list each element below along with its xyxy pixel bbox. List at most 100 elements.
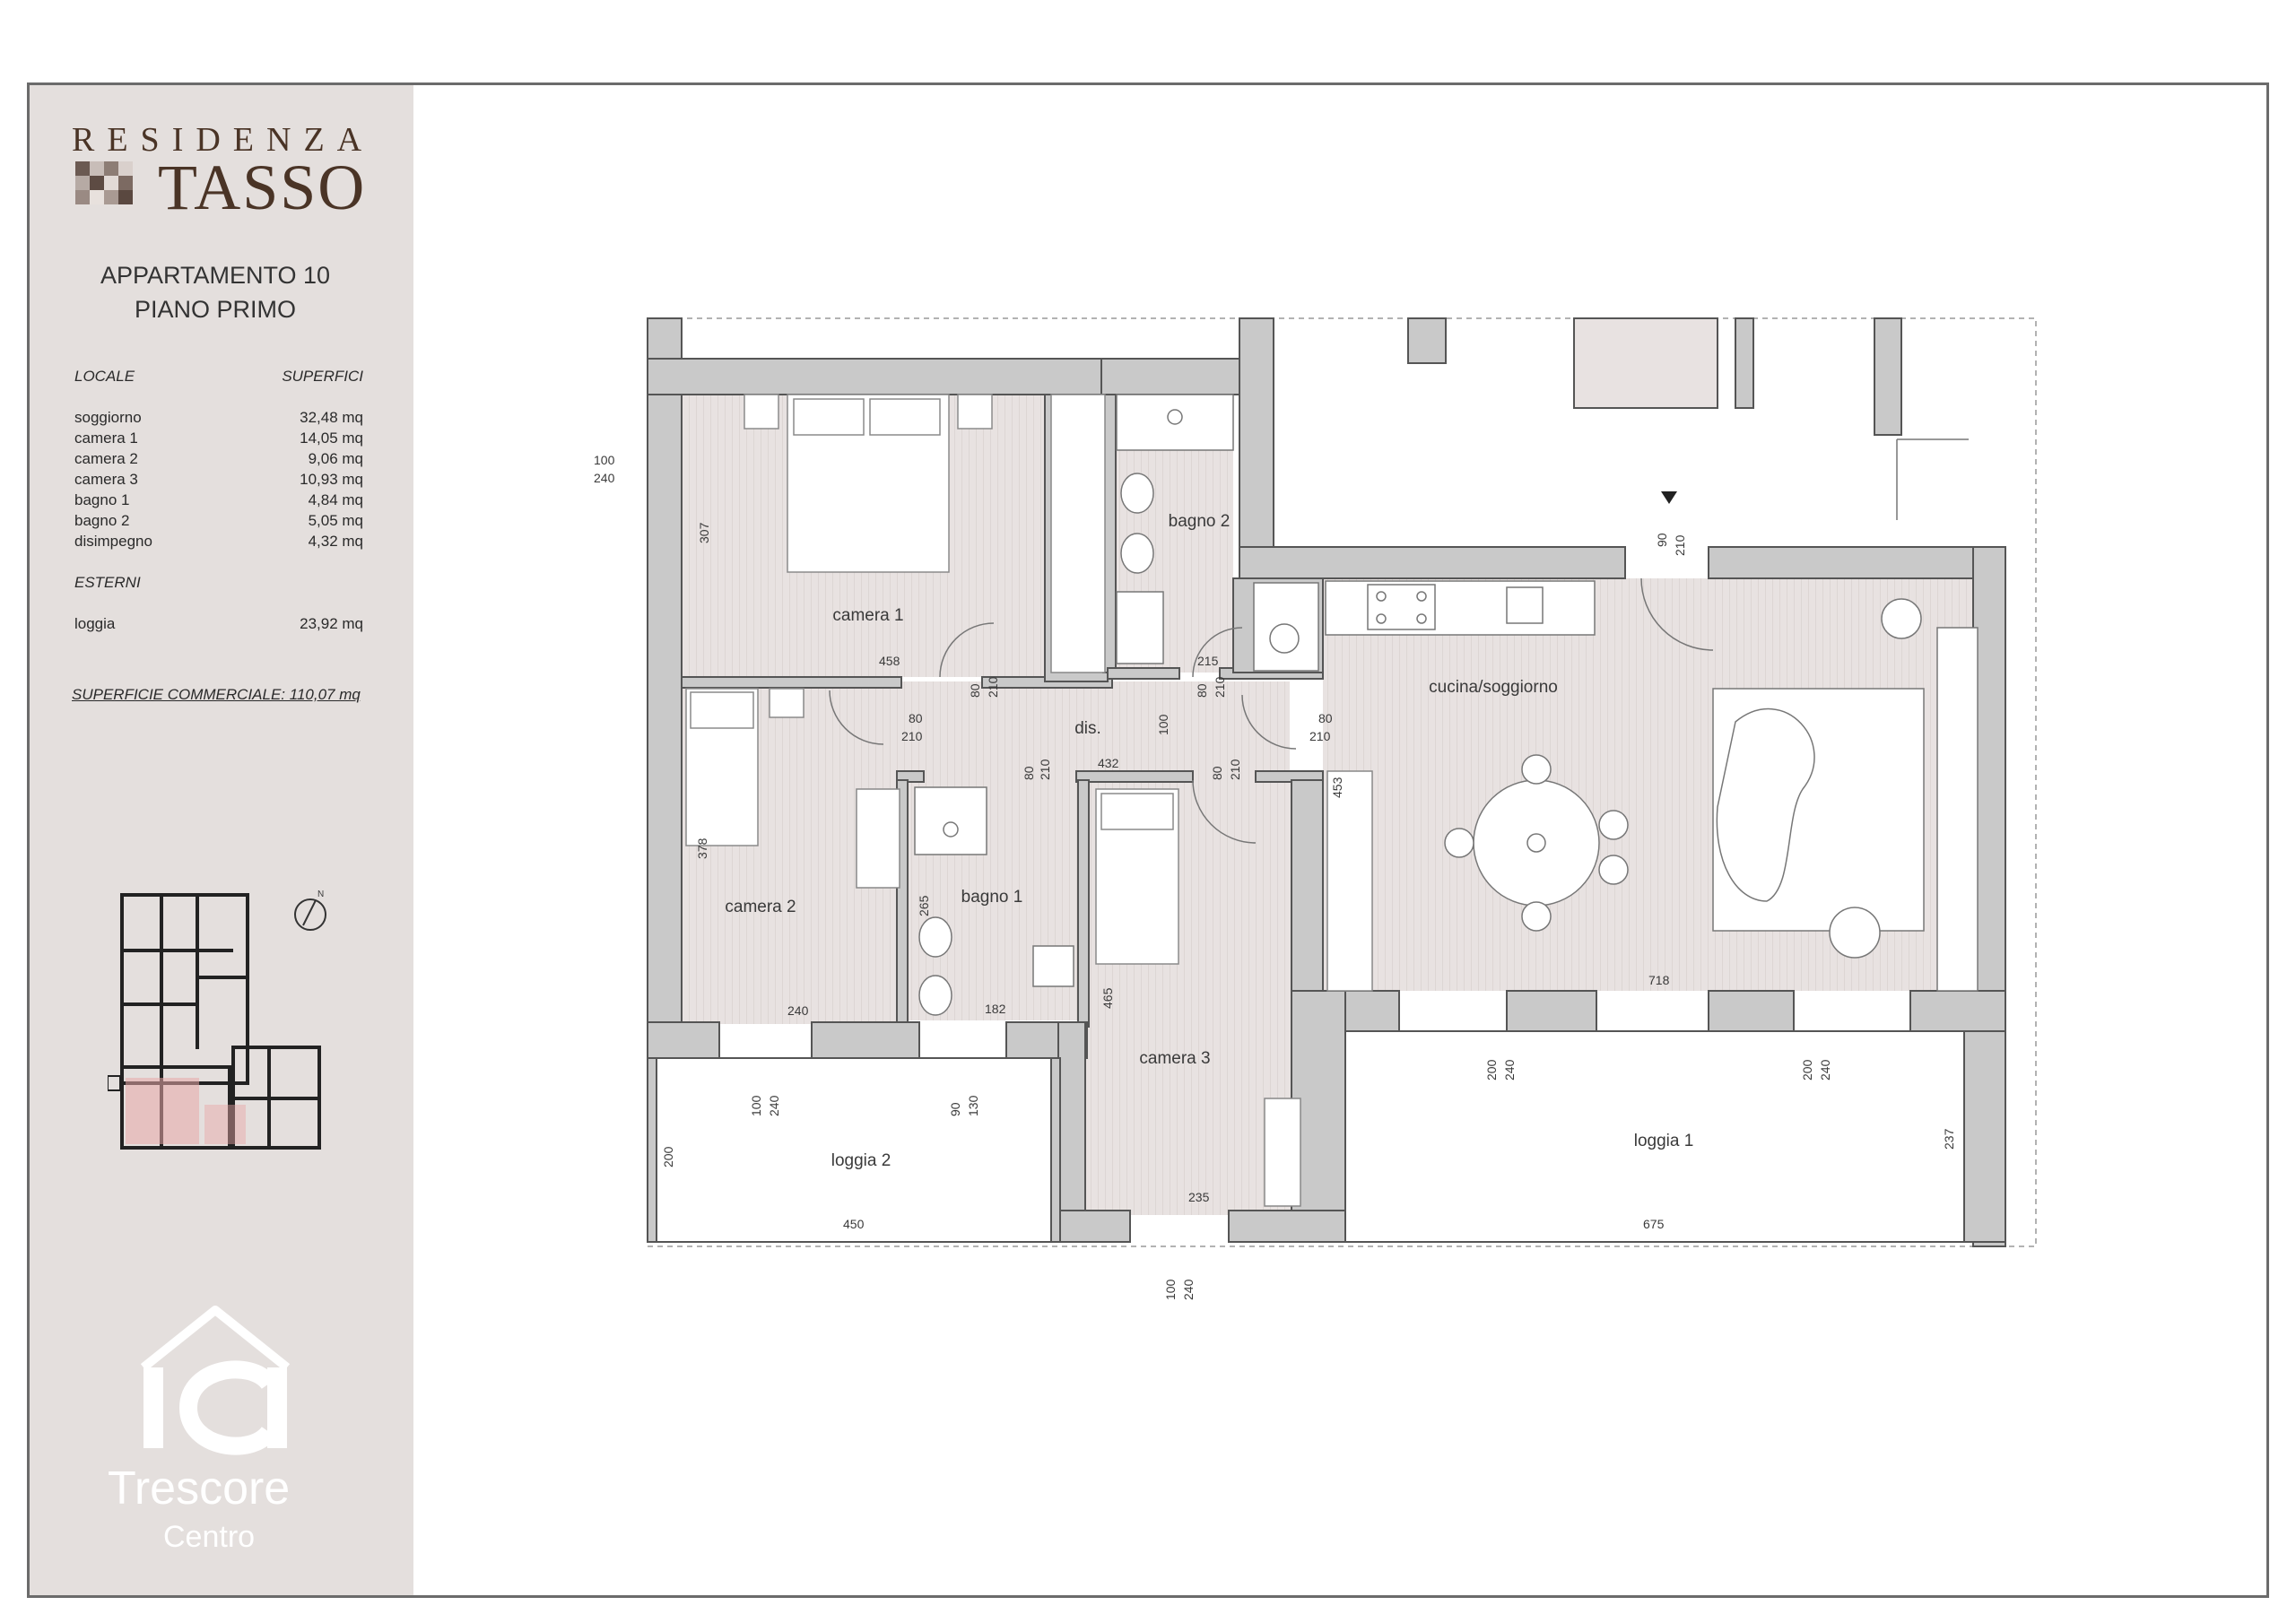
dim-label: 100 — [1163, 1279, 1178, 1300]
dim-label: 130 — [966, 1095, 980, 1116]
dim-label: 237 — [1942, 1128, 1956, 1150]
brand-mosaic-icon — [75, 161, 147, 206]
toilet — [918, 975, 952, 1016]
apartment-floor: PIANO PRIMO — [134, 296, 297, 323]
table-row: soggiorno 32,48 mq — [74, 409, 363, 427]
apartment-number: APPARTAMENTO 10 — [100, 262, 331, 289]
door — [1192, 627, 1243, 678]
door — [1192, 779, 1257, 844]
label-cucina: cucina/soggiorno — [1429, 678, 1558, 697]
sink — [1116, 591, 1164, 664]
loggia2 — [647, 1057, 1061, 1243]
dim-label: 265 — [917, 895, 931, 916]
room-name: camera 2 — [74, 450, 138, 467]
room-name: disimpegno — [74, 533, 152, 550]
col-room-header: LOCALE — [74, 368, 135, 385]
shower — [914, 786, 987, 855]
dim-label: 210 — [1213, 676, 1227, 698]
dim-label: 675 — [1643, 1217, 1665, 1231]
dim-label: 210 — [1673, 534, 1687, 556]
logo-sub: Centro — [163, 1520, 256, 1554]
dim-label: 80 — [909, 711, 923, 725]
dim-label: 378 — [695, 838, 709, 859]
entrance-door — [1640, 577, 1714, 651]
north-label: N — [317, 890, 324, 899]
door — [939, 622, 995, 678]
entrance-arrow-icon — [1661, 491, 1677, 504]
dim-label: 200 — [661, 1146, 675, 1167]
dim-label: 240 — [1818, 1059, 1832, 1081]
dim-label: 90 — [948, 1102, 962, 1116]
dim-label: 210 — [901, 729, 923, 743]
sofa — [1716, 707, 1815, 902]
bidet — [918, 916, 952, 958]
dim-label: 458 — [879, 654, 900, 668]
table-row: camera 2 9,06 mq — [74, 450, 363, 468]
room-area: 4,84 mq — [308, 491, 363, 508]
brand-main-text: TASSO — [158, 152, 367, 223]
dim-label: 210 — [986, 676, 1000, 698]
room-area: 9,06 mq — [308, 450, 363, 467]
highlighted-unit — [126, 1078, 199, 1144]
external-header-label: ESTERNI — [74, 574, 141, 591]
label-bagno2: bagno 2 — [1169, 512, 1231, 531]
dim-label: 453 — [1330, 777, 1344, 798]
brand-top-text: RESIDENZA — [72, 121, 375, 159]
dim-label: 432 — [1098, 756, 1119, 770]
dim-label: 235 — [1188, 1190, 1210, 1204]
dim-label: 100 — [1156, 714, 1170, 735]
dim-label: 80 — [1195, 683, 1209, 698]
commercial-area: SUPERFICIE COMMERCIALE: 110,07 mq — [72, 686, 361, 703]
room-area: 23,92 mq — [300, 615, 363, 632]
dim-label: 210 — [1228, 759, 1242, 780]
dim-label: 90 — [1655, 533, 1669, 547]
col-area-header: SUPERFICI — [282, 368, 363, 385]
room-dis — [823, 681, 1290, 780]
dim-label: 240 — [1181, 1279, 1196, 1300]
dim-label: 240 — [767, 1095, 781, 1116]
label-camera1: camera 1 — [832, 606, 903, 625]
dim-label: 80 — [968, 683, 982, 698]
table-row: bagno 1 4,84 mq — [74, 491, 363, 509]
dim-label: 80 — [1318, 711, 1333, 725]
north-arrow-icon: N — [294, 890, 326, 931]
label-camera2: camera 2 — [725, 898, 796, 916]
label-loggia2: loggia 2 — [831, 1151, 891, 1170]
dim-label: 80 — [1022, 766, 1036, 780]
room-area: 4,32 mq — [308, 533, 363, 550]
door — [829, 690, 884, 745]
table-row: disimpegno 4,32 mq — [74, 533, 363, 551]
room-name: camera 1 — [74, 430, 138, 447]
loggia1 — [1344, 1030, 1965, 1243]
room-name: bagno 2 — [74, 512, 130, 529]
room-area: 32,48 mq — [300, 409, 363, 426]
dim-label: 210 — [1038, 759, 1052, 780]
dim-label: 100 — [749, 1095, 763, 1116]
dim-label: 240 — [594, 471, 615, 485]
dim-label: 465 — [1100, 987, 1115, 1009]
room-name: soggiorno — [74, 409, 142, 426]
room-area: 5,05 mq — [308, 512, 363, 529]
dim-label: 200 — [1800, 1059, 1814, 1081]
room-name: bagno 1 — [74, 491, 130, 508]
door — [1896, 438, 1969, 520]
key-plan — [108, 893, 321, 1150]
toilet — [1120, 533, 1154, 574]
dim-label: 307 — [697, 522, 711, 543]
logo-name: Trescore — [108, 1462, 291, 1515]
room-name: loggia — [74, 615, 116, 632]
bidet — [1120, 473, 1154, 514]
sink — [1032, 945, 1074, 987]
sidebar — [30, 85, 413, 1595]
table-header: LOCALE SUPERFICI — [74, 368, 363, 386]
dim-label: 450 — [843, 1217, 865, 1231]
dim-label: 200 — [1484, 1059, 1499, 1081]
table-row: camera 3 10,93 mq — [74, 471, 363, 489]
dim-label: 80 — [1210, 766, 1224, 780]
stove — [1367, 584, 1436, 630]
label-bagno1: bagno 1 — [961, 888, 1023, 907]
dim-label: 718 — [1648, 973, 1670, 987]
dim-label: 215 — [1197, 654, 1219, 668]
dim-label: 100 — [594, 453, 615, 467]
